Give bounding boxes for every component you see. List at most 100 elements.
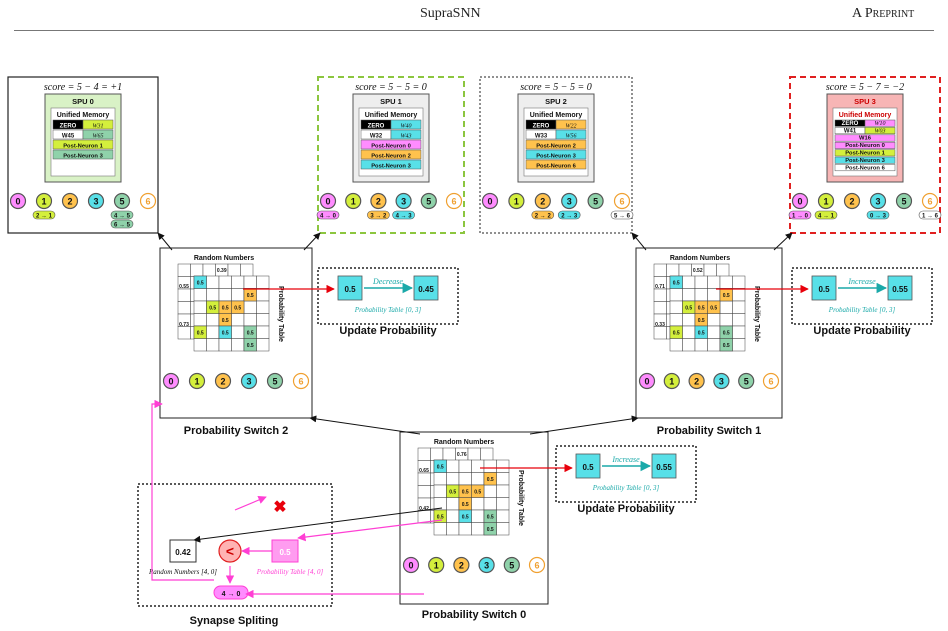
update-1-to-value: 0.55	[892, 285, 908, 294]
switch-2-prob-highlight	[433, 509, 447, 523]
spu-1-post-label: Post-Neuron 3	[371, 164, 411, 170]
spu-1-cell-a: ZERO	[368, 124, 385, 130]
switch-1-prob-value: 0.5	[723, 293, 730, 299]
switch-0-prob-cell	[231, 325, 245, 339]
spu-3-cell-a: W41	[844, 128, 857, 134]
switch-1-prob-value: 0.5	[673, 281, 680, 287]
split-title: Synapse Spliting	[190, 615, 279, 627]
switch-1-neuron-label: 5	[744, 377, 749, 387]
update-0-to-value: 0.45	[418, 285, 434, 294]
switch-0-prob-value: 0.5	[222, 318, 229, 324]
switch-1-prob-value: 0.5	[673, 331, 680, 337]
spu-2-memory-label: Unified Memory	[530, 112, 583, 119]
switch-2-prob-cell	[446, 472, 460, 486]
switch-2-neuron-0	[402, 556, 420, 574]
switch-2-prob-cell	[446, 522, 460, 536]
spu-1-neuron-label: 5	[426, 197, 431, 207]
spu-0-neuron-3	[87, 192, 105, 210]
spu-0-neuron-6	[139, 192, 157, 210]
switch-0-neuron-3	[240, 372, 258, 390]
switch-2-neuron-5	[503, 556, 520, 574]
update-2-from	[575, 453, 601, 479]
spu-0-neuron-label: 2	[67, 197, 72, 207]
switch-1-neuron-6	[762, 372, 780, 390]
switch-2-random-cell	[467, 447, 481, 461]
spu-3-post-row	[834, 156, 896, 164]
spu-2-synapse	[610, 210, 634, 220]
switch-2-prob-value: 0.5	[437, 465, 444, 471]
switch-2-prob-cell	[458, 472, 472, 486]
spu-2-synapse-label: 2 → 3	[561, 214, 578, 220]
spu-3-synapse-label: 1 → 0	[792, 214, 809, 220]
spu-1-cell	[390, 129, 422, 140]
spu-2-neuron-label: 5	[593, 197, 598, 207]
switch-2-neuron-label: 0	[408, 561, 413, 571]
spu-0-neuron-2	[61, 192, 79, 210]
spu-3-post-row	[834, 149, 896, 157]
switch-1-prob-cell	[707, 338, 721, 352]
spu-3-synapse-label: 1 → 6	[922, 214, 939, 220]
switch-0-prob-cell	[206, 275, 220, 289]
switch-0-random-cell	[227, 263, 241, 277]
split-prob-value: 0.5	[279, 548, 291, 557]
switch-2-rand-side-0: 0.65	[419, 468, 429, 474]
switch-1-prob-cell	[682, 275, 696, 289]
spu-1-post-row	[360, 139, 422, 150]
spu-3-cell-b: W10	[875, 121, 886, 127]
switch-0-random-label: Random Numbers	[194, 255, 254, 262]
spu-0-post-label: Post-Neuron 1	[63, 144, 103, 150]
switch-2-prob-cell	[471, 509, 485, 523]
switch-2-prob-cell	[446, 497, 460, 511]
switch-0-prob-cell	[206, 338, 220, 352]
switch-1-prob-cell	[732, 275, 746, 289]
switch-0-prob-cell	[206, 288, 220, 302]
split-random-value: 0.42	[175, 548, 191, 557]
spu-2-cell-a: W33	[535, 134, 548, 140]
arrow-random-to-split	[193, 507, 443, 543]
page-header-tag: A Preprint	[852, 6, 915, 21]
update-1-verb: Increase	[847, 277, 876, 286]
arrow-prob-to-split	[297, 519, 443, 542]
spu-0-neuron-label: 3	[93, 197, 98, 207]
spu-1-neuron-label: 3	[401, 197, 406, 207]
spu-3-post-row	[834, 164, 896, 172]
switch-1-neuron-2	[688, 372, 705, 390]
switch-2-neuron-label: 3	[484, 561, 489, 571]
switch-2-prob-cell	[433, 522, 447, 536]
spu-2-score: score = 5 − 5 = 0	[520, 82, 592, 93]
spu-3-neuron-3	[869, 192, 887, 210]
spu-0-neuron-label: 1	[41, 197, 46, 207]
switch-1-neuron-label: 6	[768, 377, 773, 387]
switch-1-prob-cell	[719, 313, 733, 327]
switch-0-random-cell	[177, 326, 191, 340]
spu-0-cell-b: W31	[93, 124, 104, 130]
spu-0-synapse-label: 2 → 1	[36, 214, 53, 220]
switch-1-prob-cell	[707, 288, 721, 302]
switch-1-prob-cell	[719, 275, 733, 289]
spu-2-neuron-label: 0	[487, 197, 492, 207]
spu-3-post-row	[834, 134, 896, 142]
spu-2-neuron-label: 2	[540, 197, 545, 207]
spu-1-post-row	[360, 149, 422, 160]
update-2-to-value: 0.55	[656, 463, 672, 472]
switch-0-prob-highlight	[231, 300, 245, 314]
spu-3-synapse	[866, 210, 890, 220]
spu-1-neuron-label: 0	[325, 197, 330, 207]
spu-1-synapse	[392, 210, 415, 220]
switch-2-neuron-label: 5	[509, 561, 514, 571]
switch-2-prob-value: 0.5	[474, 490, 481, 496]
switch-2-prob-cell	[496, 509, 510, 523]
spu-1-neuron-2	[370, 192, 387, 210]
switch-0-rand-side-0: 0.55	[179, 284, 189, 290]
split-compare-op: <	[226, 543, 234, 559]
spu-3-synapse	[918, 210, 942, 220]
switch-1-prob-cell	[732, 313, 746, 327]
switch-0-random-cell	[190, 263, 204, 277]
switch-1-random-cell	[716, 263, 730, 277]
switch-1-prob-value: 0.5	[698, 306, 705, 312]
switch-1-prob-cell	[694, 275, 708, 289]
switch-1-neuron-1	[663, 372, 680, 390]
spu-3-neuron-0	[791, 192, 809, 210]
spu-3-neuron-6	[921, 192, 939, 210]
spu-0-synapse	[110, 219, 134, 229]
